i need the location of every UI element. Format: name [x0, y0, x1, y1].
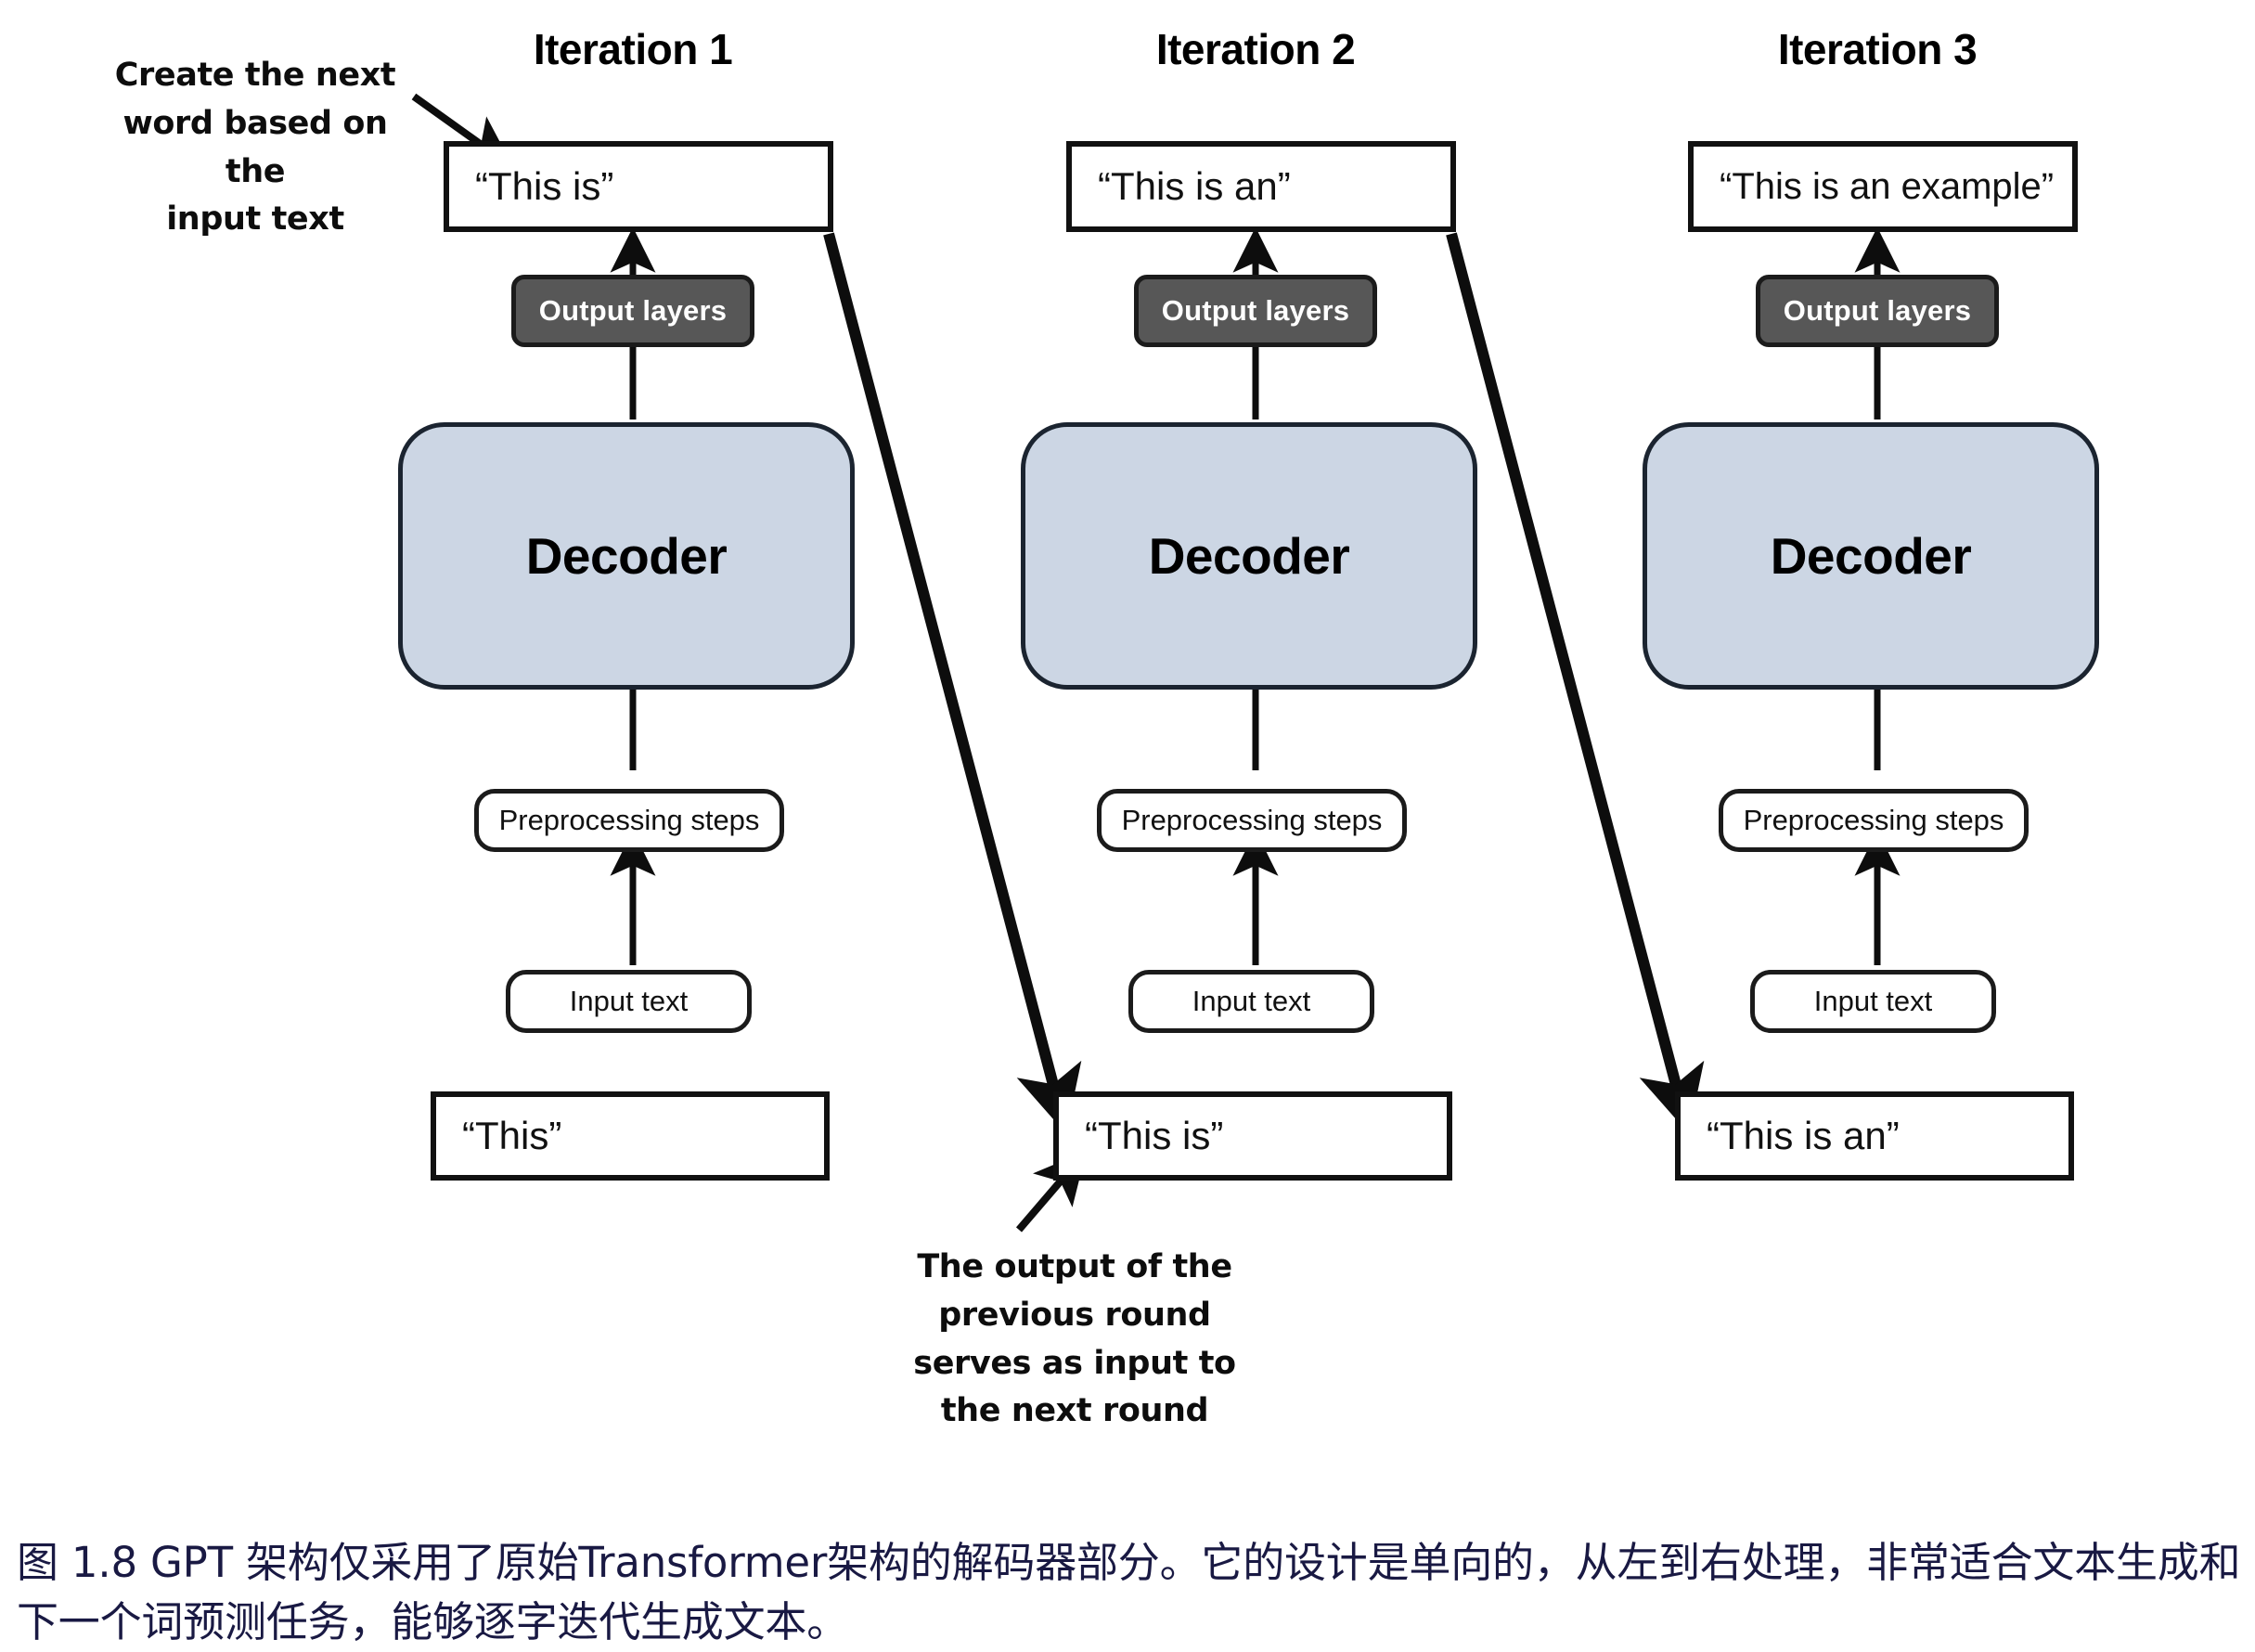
iteration-1-input-box: “This” [431, 1091, 830, 1181]
decoder-label: Decoder [525, 527, 728, 585]
iteration-3-output-box: “This is an example” [1688, 141, 2078, 232]
iteration-2-title: Iteration 2 [1155, 25, 1356, 73]
input-text-label: Input text [1192, 985, 1311, 1017]
input-text-label: Input text [569, 985, 689, 1017]
iteration-3-input-text: “This is an” [1707, 1114, 1900, 1157]
iteration-3-title: Iteration 3 [1777, 25, 1978, 73]
iteration-1-output-box: “This is” [444, 141, 833, 232]
annotation-line: serves as input to [913, 1344, 1236, 1382]
decoder-label: Decoder [1770, 527, 1972, 585]
figure-caption: 图 1.8 GPT 架构仅采用了原始Transformer架构的解码器部分。它的… [17, 1538, 2241, 1646]
output-layers-label: Output layers [538, 294, 728, 327]
preprocessing-label: Preprocessing steps [1121, 804, 1383, 836]
input-text-label: Input text [1813, 985, 1933, 1017]
annotation-output-feeds-next-round: The output of the previous round serves … [889, 1244, 1260, 1436]
iteration-2-decoder: Decoder [1021, 422, 1477, 690]
carryover-arrow-2-to-3 [1446, 232, 1705, 1134]
annotation-create-next-word: Create the next word based on the input … [102, 52, 408, 244]
carryover-arrow-1-to-2 [823, 232, 1082, 1134]
iteration-2-input-box: “This is” [1053, 1091, 1452, 1181]
annotation-line: Create the next [114, 57, 396, 94]
iteration-2-output-layers: Output layers [1134, 275, 1377, 347]
iteration-3-input-text-node: Input text [1750, 970, 1996, 1033]
preprocessing-label: Preprocessing steps [498, 804, 760, 836]
output-layers-label: Output layers [1161, 294, 1350, 327]
annotation-line: previous round [938, 1296, 1211, 1334]
iteration-2-output-text: “This is an” [1098, 164, 1291, 208]
iteration-1-decoder: Decoder [398, 422, 855, 690]
preprocessing-label: Preprocessing steps [1743, 804, 2004, 836]
output-layers-label: Output layers [1783, 294, 1972, 327]
iteration-3-input-box: “This is an” [1675, 1091, 2074, 1181]
decoder-label: Decoder [1148, 527, 1350, 585]
annotation-line: word based on the [122, 104, 388, 190]
iteration-2-input-text-node: Input text [1128, 970, 1374, 1033]
iteration-1-output-text: “This is” [475, 164, 614, 208]
iteration-3-preprocessing: Preprocessing steps [1719, 789, 2029, 852]
annotation-line: the next round [940, 1392, 1209, 1430]
iteration-2-input-text: “This is” [1085, 1114, 1224, 1157]
iteration-1-preprocessing: Preprocessing steps [474, 789, 784, 852]
iteration-1-title: Iteration 1 [533, 25, 733, 73]
iteration-2-preprocessing: Preprocessing steps [1097, 789, 1407, 852]
iteration-2-output-box: “This is an” [1066, 141, 1456, 232]
annotation-line: The output of the [917, 1248, 1232, 1285]
iteration-3-output-text: “This is an example” [1720, 166, 2055, 207]
iteration-3-decoder: Decoder [1643, 422, 2099, 690]
annotation-line: input text [166, 200, 344, 239]
iteration-3-output-layers: Output layers [1756, 275, 1999, 347]
iteration-1-input-text: “This” [462, 1114, 562, 1157]
iteration-1-input-text-node: Input text [506, 970, 752, 1033]
iteration-1-output-layers: Output layers [511, 275, 754, 347]
